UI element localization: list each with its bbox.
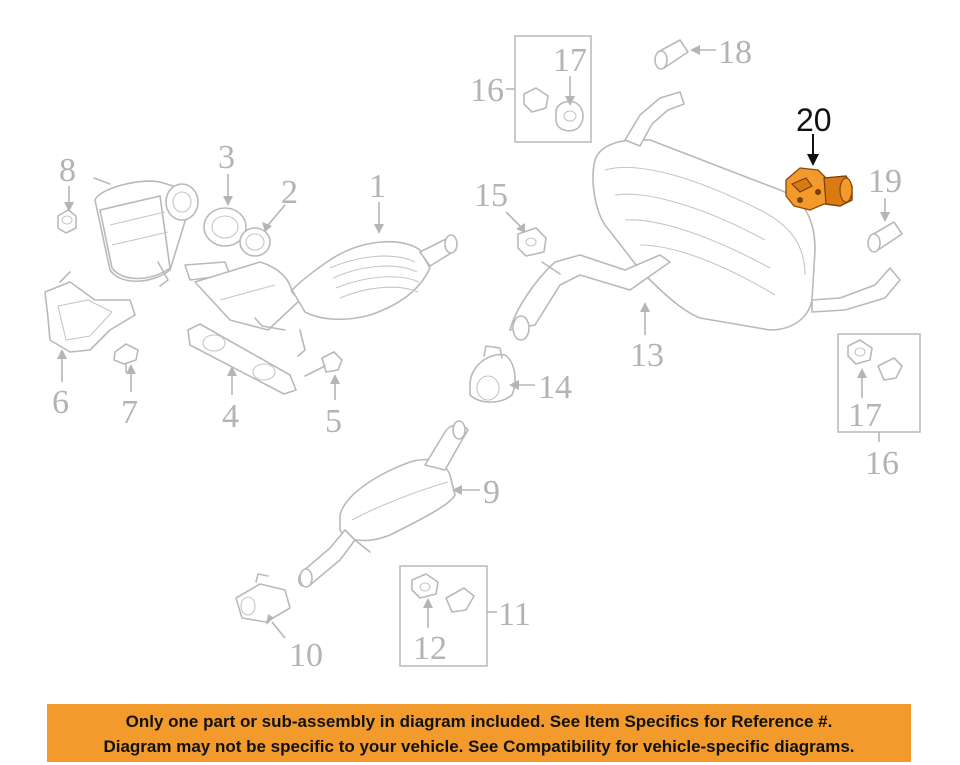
- part-3-gasket: [203, 207, 247, 247]
- part-9-center-muffler: [298, 420, 469, 588]
- callout-10: 10: [289, 637, 323, 674]
- callout-11: 11: [498, 596, 531, 633]
- callout-16-top: 16: [470, 72, 504, 109]
- kit-11-box: [399, 565, 488, 667]
- part-7-bolt: [113, 343, 139, 373]
- callout-7: 7: [121, 394, 138, 431]
- part-4-flange-gasket: [187, 323, 297, 395]
- callout-17-top: 17: [553, 42, 587, 79]
- callout-17-right: 17: [848, 397, 882, 434]
- callout-1: 1: [369, 168, 386, 205]
- part-10-clamp: [235, 573, 291, 623]
- callout-14: 14: [538, 369, 572, 406]
- part-13-rear-muffler: [509, 91, 901, 341]
- callout-4: 4: [222, 398, 239, 435]
- callout-20: 20: [796, 102, 832, 138]
- callout-16-right: 16: [865, 445, 899, 482]
- disclaimer-line-1: Only one part or sub-assembly in diagram…: [125, 712, 833, 731]
- callout-13: 13: [630, 337, 664, 374]
- callout-18: 18: [718, 34, 752, 71]
- callout-12: 12: [413, 630, 447, 667]
- part-14-clamp: [469, 345, 516, 403]
- callout-9: 9: [483, 474, 500, 511]
- callout-8: 8: [59, 152, 76, 189]
- part-1-front-pipe: [291, 234, 458, 321]
- part-18-tail-tip: [654, 39, 689, 70]
- part-20-exhaust-valve: [785, 167, 853, 211]
- kit-16-top-box: [514, 35, 592, 143]
- part-19-tail-tip: [867, 221, 903, 253]
- callout-19: 19: [868, 163, 902, 200]
- kit-16-right-box: [837, 333, 921, 433]
- callout-15: 15: [474, 177, 508, 214]
- part-8-nut: [57, 209, 77, 234]
- disclaimer-line-2: Diagram may not be specific to your vehi…: [103, 737, 855, 756]
- disclaimer-banner: Only one part or sub-assembly in diagram…: [47, 704, 911, 762]
- callout-3: 3: [218, 139, 235, 176]
- part-2-gasket: [239, 227, 271, 257]
- part-catalytic-converter: [93, 177, 306, 357]
- part-5-stud: [304, 351, 343, 377]
- part-6-bracket: [44, 271, 136, 353]
- callout-2: 2: [281, 174, 298, 211]
- part-15-hanger: [517, 227, 547, 257]
- callout-5: 5: [325, 403, 342, 440]
- callout-6: 6: [52, 384, 69, 421]
